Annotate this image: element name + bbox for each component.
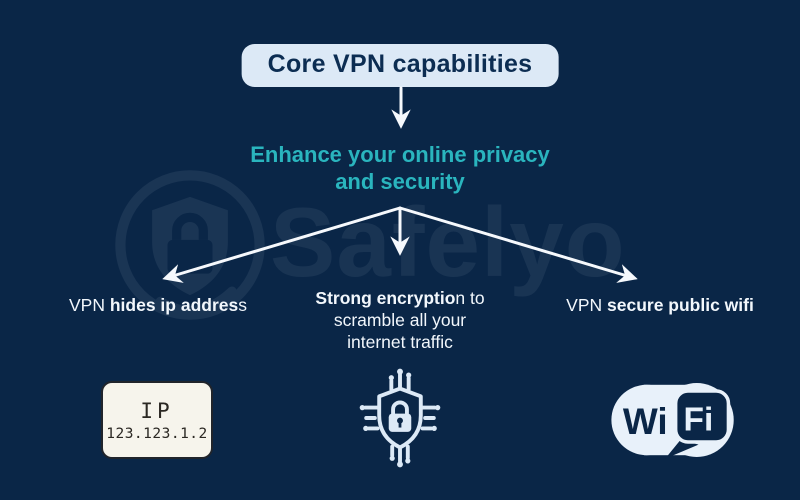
label-encryption-bold: Strong encryptio — [315, 288, 456, 308]
subtitle: Enhance your online privacy and security — [0, 141, 800, 195]
label-strong-encryption: Strong encryption to scramble all your i… — [280, 287, 520, 353]
label-hides-ip: VPN hides ip address — [18, 294, 298, 316]
ip-card-value: 123.123.1.2 — [106, 425, 208, 442]
label-encryption-line-2: scramble all your — [333, 310, 467, 330]
wifi-logo-wi-text: Wi — [623, 401, 668, 442]
ip-card-label: IP — [140, 398, 174, 423]
label-encryption-line-1: Strong encryption to — [280, 287, 520, 309]
label-secure-wifi-bold: secure public wifi — [607, 295, 754, 315]
label-encryption-line-3: internet traffic — [347, 332, 453, 352]
wifi-logo-fi-text: Fi — [684, 402, 714, 439]
watermark-brand: Safelyo — [270, 187, 626, 297]
branch-arrow-right — [398, 206, 638, 283]
label-encryption-normal: n to — [455, 288, 485, 308]
branch-arrow-left — [162, 206, 402, 283]
label-hides-ip-suffix: s — [238, 295, 247, 315]
label-hides-ip-prefix: VPN — [69, 295, 110, 315]
subtitle-line-2: and security — [335, 169, 465, 194]
subtitle-line-1: Enhance your online privacy — [250, 142, 550, 167]
label-secure-wifi: VPN secure public wifi — [520, 294, 800, 316]
ip-address-card: IP 123.123.1.2 — [101, 381, 213, 459]
page-title: Core VPN capabilities — [241, 44, 559, 87]
label-secure-wifi-prefix: VPN — [566, 295, 607, 315]
wifi-logo-icon: Wi Fi — [611, 383, 734, 459]
encryption-shield-lock-icon — [359, 368, 441, 468]
label-hides-ip-bold: hides ip addres — [109, 295, 239, 315]
